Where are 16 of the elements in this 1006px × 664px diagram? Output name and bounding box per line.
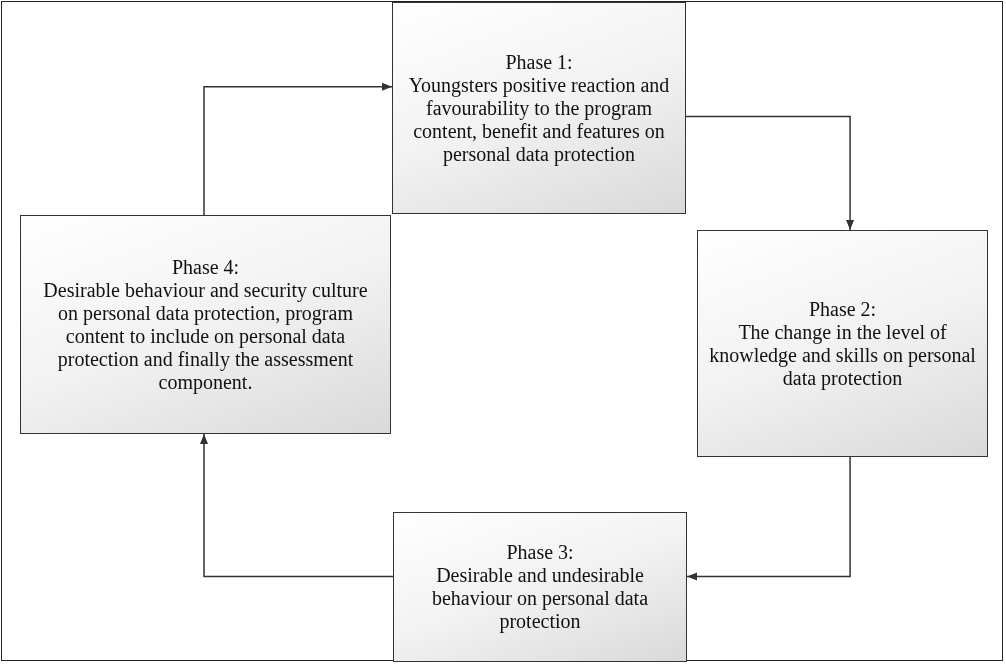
phase-description: Desirable and undesirable behaviour on personal data protection [430, 564, 649, 633]
phase-box [20, 215, 391, 434]
phase-description: The change in the level of knowledge and skills on personal data protection [708, 320, 977, 390]
phase-description: Youngsters positive reaction and favourability to the program content, benefit and features on personal data protection [407, 73, 671, 166]
phase-box [392, 2, 686, 214]
phase-heading: Phase 1: [505, 50, 573, 74]
arrow [200, 433, 394, 578]
phase-description: Desirable behaviour and security culture on personal data protection, program content to include on personal data protection and finally the assessment component. [42, 278, 369, 394]
phase-box [393, 512, 687, 662]
phase-heading: Phase 4: [171, 255, 240, 279]
arrow [203, 82, 393, 216]
phase-box [697, 230, 988, 457]
arrow [685, 115, 855, 231]
phase-heading: Phase 3: [506, 541, 574, 564]
arrow [686, 456, 851, 581]
phase-heading: Phase 2: [808, 297, 877, 321]
